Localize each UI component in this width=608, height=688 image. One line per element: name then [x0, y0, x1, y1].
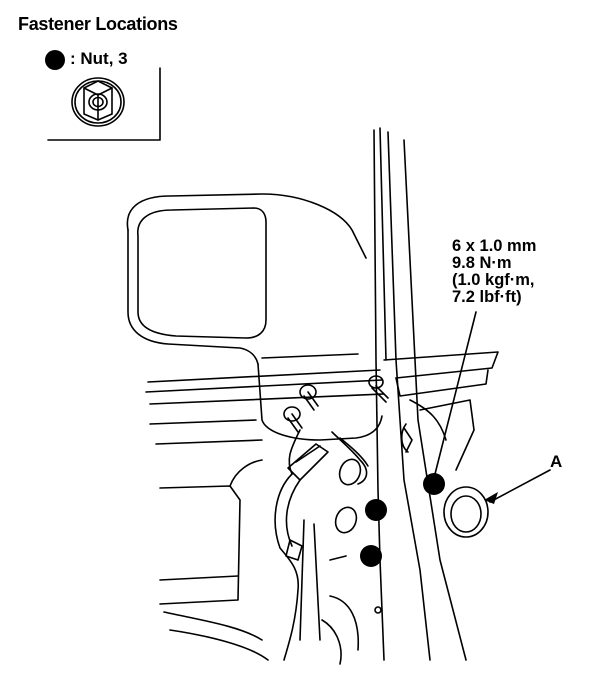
nut-marker-middle: [365, 499, 387, 521]
nut-marker-upper: [423, 473, 445, 495]
legend-frame: [47, 67, 161, 141]
mirror-harness: [274, 429, 369, 661]
legend-nut-marker: [45, 50, 65, 70]
flange-nut-icon: [71, 77, 125, 127]
torque-spec-line: 9.8 N·m: [452, 254, 512, 272]
torque-spec-line: (1.0 kgf·m,: [452, 271, 535, 289]
figure-title: Fastener Locations: [18, 14, 178, 34]
mounting-holes: [334, 458, 362, 534]
cap-part-a: [443, 486, 489, 538]
door-frame: [145, 127, 499, 661]
inner-door-panel: [149, 419, 382, 665]
legend-nut-label: : Nut, 3: [70, 49, 128, 68]
callout-a-label: A: [550, 452, 563, 471]
torque-spec: 6 x 1.0 mm 9.8 N·m (1.0 kgf·m, 7.2 lbf·f…: [452, 238, 536, 306]
leader-arrowhead-a: [484, 492, 498, 504]
leader-lines: [433, 311, 551, 503]
torque-spec-line: 7.2 lbf·ft): [452, 288, 522, 306]
torque-spec-line: 6 x 1.0 mm: [452, 237, 537, 255]
nut-marker-lower: [360, 545, 382, 567]
mounting-studs: [283, 375, 389, 433]
